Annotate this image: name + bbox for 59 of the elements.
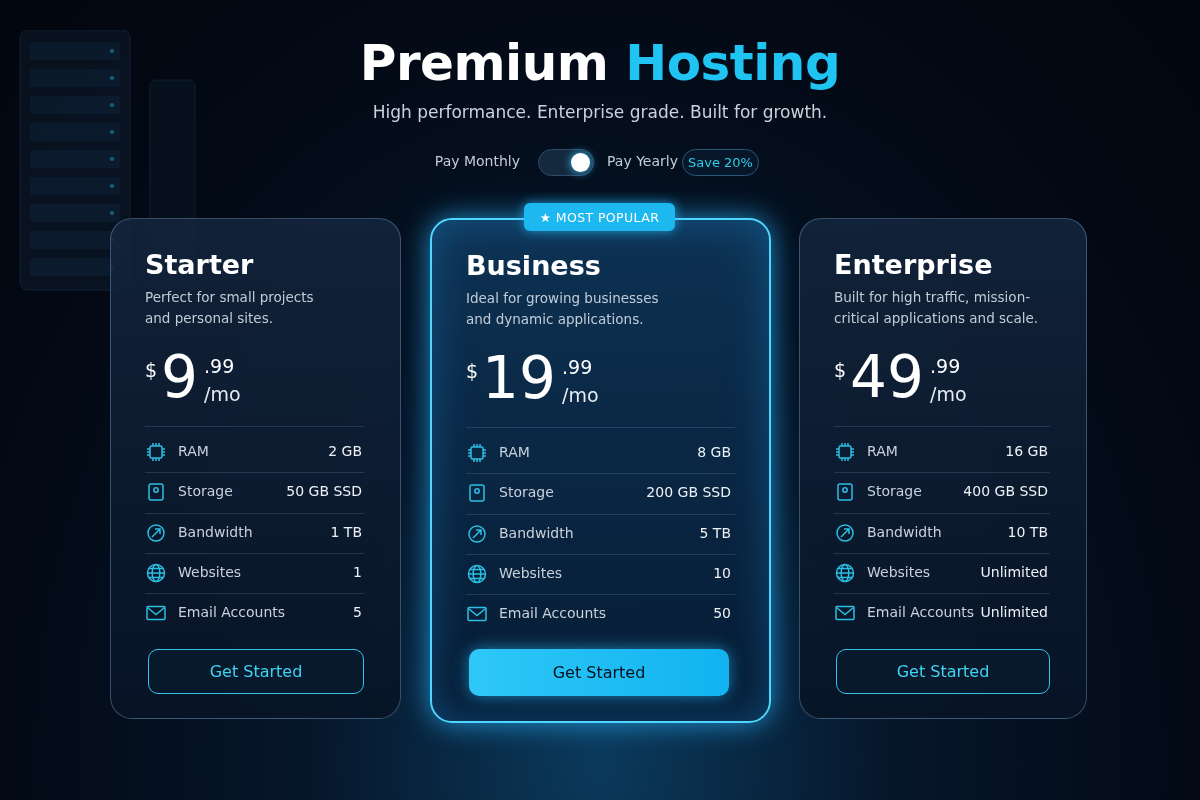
price-amount: 49 [850,343,924,411]
plan-name: Enterprise [834,249,993,280]
currency-sign: $ [145,359,158,381]
pricing-card [799,218,1087,719]
plan-description: Built for high traffic, mission-critical applications and scale. [834,288,1040,328]
feature-name: Email Accounts [867,604,975,621]
feature-name: Bandwidth [499,524,574,541]
feature-value: 50 [713,605,731,622]
billing-option: Pay Monthly [434,153,520,169]
feature-value: 400 GB SSD [963,483,1048,500]
feature-name: Storage [178,483,233,500]
page-title: Premium Hosting [358,34,842,92]
feature-name: Email Accounts [499,605,607,622]
feature-value: 10 TB [1007,523,1048,540]
feature-value: 10 [713,564,731,581]
price-cents: .99 [930,355,961,377]
feature-value: Unlimited [980,563,1048,580]
feature-name: Storage [867,483,922,500]
feature-name: RAM [867,443,898,459]
plan-name: Business [466,250,601,281]
feature-name: Email Accounts [178,604,286,621]
feature-name: Websites [178,563,242,580]
get-started-button: Get Started [469,649,729,696]
pricing-card [110,218,401,719]
feature-name: Websites [499,564,563,581]
price-period: /mo [562,384,599,406]
feature-value: Unlimited [980,604,1048,621]
price-period: /mo [930,383,967,405]
plan-description: Ideal for growing businesses and dynamic applications. [466,289,660,329]
feature-name: Storage [499,484,554,501]
feature-value: 5 TB [699,524,731,541]
feature-name: Bandwidth [178,523,253,540]
get-started-button: Get Started [148,649,364,694]
currency-sign: $ [466,360,479,382]
get-started-button: Get Started [836,649,1050,694]
feature-name: Bandwidth [867,523,942,540]
feature-value: 200 GB SSD [646,484,731,501]
currency-sign: $ [834,359,847,381]
plan-name: Starter [145,249,254,280]
feature-name: Websites [867,563,931,580]
price-amount: 9 [161,343,198,411]
feature-value: 50 GB SSD [286,483,362,500]
discount-badge: Save 20% [682,149,759,176]
feature-value: 5 [353,604,362,621]
billing-option: Pay Yearly [607,153,678,169]
price-period: /mo [204,383,241,405]
subtitle: High performance. Enterprise grade. Built for growth. [371,102,829,122]
plan-description: Perfect for small projects and personal sites. [145,288,315,328]
feature-name: RAM [178,443,209,459]
price-cents: .99 [562,356,593,378]
popular-badge: ★ MOST POPULAR [524,203,675,231]
feature-name: RAM [499,444,530,460]
feature-value: 1 [353,563,362,580]
feature-value: 8 GB [697,444,731,460]
feature-value: 2 GB [328,443,362,459]
feature-value: 16 GB [1005,443,1048,459]
price-cents: .99 [204,355,235,377]
price-amount: 19 [482,344,556,412]
feature-value: 1 TB [330,523,362,540]
